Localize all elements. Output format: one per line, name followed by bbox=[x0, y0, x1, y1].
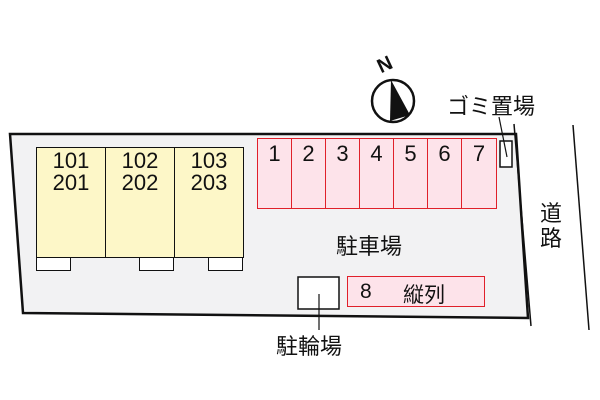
garbage-leader-line bbox=[498, 116, 508, 158]
parking-slot-4[interactable]: 4 bbox=[359, 138, 394, 209]
parking-slot-1[interactable]: 1 bbox=[257, 138, 292, 209]
slot-number: 6 bbox=[438, 141, 451, 166]
compass-icon bbox=[370, 78, 416, 124]
entrance-box-103 bbox=[208, 257, 243, 271]
parking-slot-8-tandem[interactable]: 8 縦列 bbox=[347, 276, 485, 307]
bicycle-parking-label: 駐輪場 bbox=[276, 335, 343, 360]
slot-number: 1 bbox=[268, 141, 281, 166]
slot-number: 4 bbox=[370, 141, 383, 166]
parking-slot-3[interactable]: 3 bbox=[325, 138, 360, 209]
entrance-box-101 bbox=[36, 257, 71, 271]
slot-number: 5 bbox=[404, 141, 417, 166]
slot-number: 7 bbox=[472, 141, 486, 166]
parking-slot-7[interactable]: 7 bbox=[461, 138, 497, 209]
slot-number: 2 bbox=[302, 141, 315, 166]
parking-slot-2[interactable]: 2 bbox=[291, 138, 326, 209]
tandem-note: 縦列 bbox=[403, 283, 445, 307]
road-edge-right bbox=[572, 124, 590, 331]
slot-number: 3 bbox=[336, 141, 349, 166]
garbage-area-label: ゴミ置場 bbox=[447, 95, 536, 120]
entrance-box-102 bbox=[139, 257, 174, 271]
road-label: 道路 bbox=[540, 202, 563, 252]
parking-slot-5[interactable]: 5 bbox=[393, 138, 428, 209]
road-edge-left bbox=[513, 123, 532, 327]
slot-number: 8 bbox=[360, 280, 372, 303]
parking-area-label: 駐車場 bbox=[336, 235, 403, 260]
parking-slot-6[interactable]: 6 bbox=[427, 138, 462, 209]
